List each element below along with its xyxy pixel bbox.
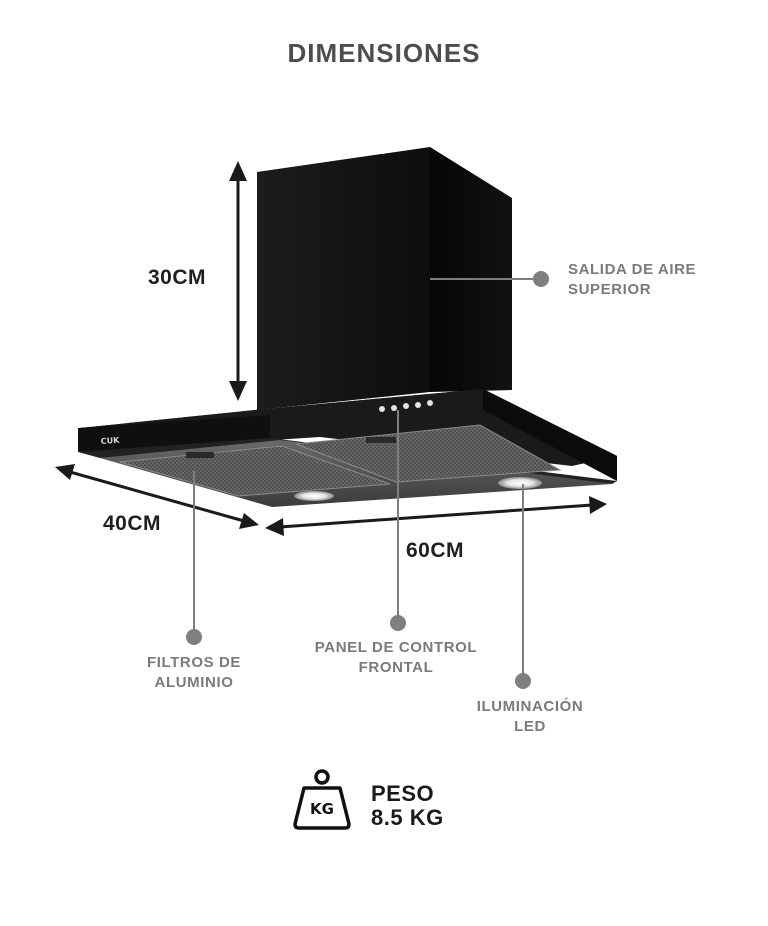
height-dimension-arrow — [229, 161, 247, 401]
callout-control-panel-label: PANEL DE CONTROL FRONTAL — [298, 638, 494, 678]
height-dimension-label: 30CM — [148, 266, 207, 289]
callout-air-outlet-line1: SALIDA DE AIRE — [568, 261, 697, 278]
hood-bottom-tray — [100, 424, 612, 507]
weight-icon-label: KG — [310, 800, 334, 818]
chimney-front-face — [257, 147, 430, 410]
callout-led-line — [515, 484, 531, 689]
callout-filters-line — [186, 471, 202, 645]
callout-led-line2: LED — [514, 718, 546, 735]
hood-chimney — [257, 147, 512, 410]
filter-right — [295, 424, 562, 483]
callout-control-line2: FRONTAL — [358, 659, 434, 676]
callout-air-outlet-line2: SUPERIOR — [568, 281, 652, 298]
width-dimension-arrow — [265, 496, 607, 536]
width-dimension-label: 60CM — [406, 539, 465, 562]
control-button-4 — [415, 402, 421, 408]
control-button-5 — [427, 400, 433, 406]
callout-filters-label: FILTROS DE ALUMINIO — [132, 653, 256, 693]
callout-filters-line1: FILTROS DE — [146, 654, 242, 671]
filter-left — [119, 445, 391, 497]
control-button-2 — [391, 405, 397, 411]
control-panel — [379, 400, 433, 412]
weight-label: PESO — [371, 781, 435, 806]
callout-led-line1: ILUMINACIÓN — [476, 698, 584, 715]
led-light-right — [498, 477, 542, 489]
brand-logo: CUK — [101, 436, 121, 446]
callout-filters-line2: ALUMINIO — [154, 674, 234, 691]
weight-info: KG PESO 8.5 KG — [292, 768, 472, 832]
control-button-1 — [379, 406, 385, 412]
chimney-side-face — [430, 147, 512, 392]
depth-dimension-label: 40CM — [103, 512, 162, 535]
filter-right-handle — [366, 437, 396, 443]
callout-air-outlet-label: SALIDA DE AIRE SUPERIOR — [568, 260, 696, 300]
canopy-right-lip — [483, 389, 617, 481]
callout-control-panel-line — [390, 410, 406, 631]
led-light-left — [294, 491, 334, 501]
depth-dimension-arrow — [55, 464, 259, 529]
weight-value: 8.5 KG — [371, 805, 444, 830]
page-title: DIMENSIONES — [287, 38, 481, 68]
canopy-front-lip — [78, 415, 270, 452]
callout-control-line1: PANEL DE CONTROL — [314, 639, 478, 656]
control-button-3 — [403, 403, 409, 409]
callout-air-outlet-line — [430, 271, 549, 287]
weight-text: PESO 8.5 KG — [371, 782, 444, 830]
kettlebell-weight-icon: KG — [293, 769, 351, 830]
callout-led-label: ILUMINACIÓN LED — [464, 697, 596, 737]
filter-left-handle — [186, 452, 214, 458]
